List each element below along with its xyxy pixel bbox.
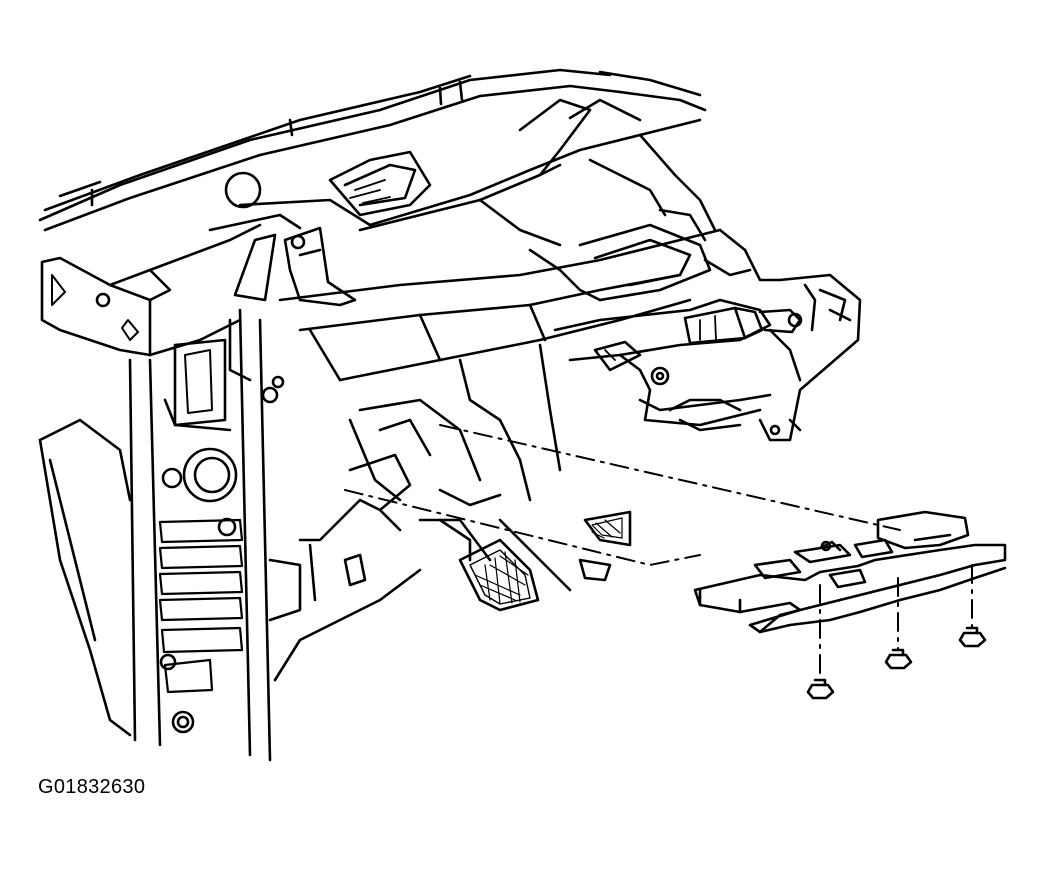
right-bracket [705,230,860,440]
push-pin-retainer-icon [886,650,911,668]
left-bracket [42,225,260,355]
leader-lines [345,425,972,680]
knee-bolster-bracket [695,512,1005,632]
figure-code: G01832630 [38,776,146,798]
center-mount-bracket [235,228,355,305]
push-pin-retainer-icon [808,680,833,698]
brake-pedal [585,512,630,545]
under-dash-structure [270,345,610,680]
steering-column [555,300,801,430]
left-side-panel [40,310,283,760]
push-pin-retainer-icon [960,628,985,646]
cowl-top [40,70,705,230]
accelerator-pedal [440,520,538,610]
cross-car-beam [280,225,720,380]
instrument-panel-upper [210,100,715,245]
